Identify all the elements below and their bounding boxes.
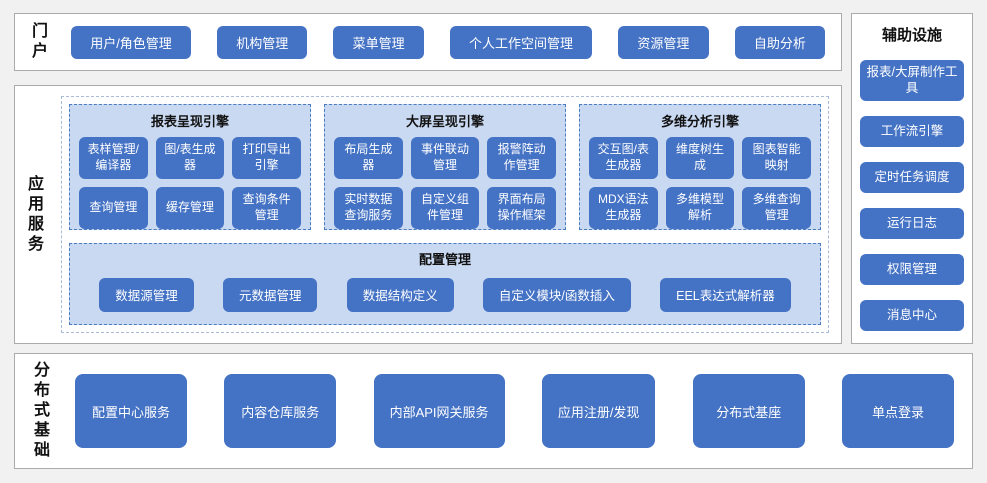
distributed-base-node: 分布式基座 xyxy=(692,374,805,448)
app-services-section: 应用服务 报表呈现引擎 表样管理/编译器 图/表生成器 打印导出引擎 查询管理 … xyxy=(14,85,842,344)
report-engine-grid: 表样管理/编译器 图/表生成器 打印导出引擎 查询管理 缓存管理 查询条件管理 xyxy=(79,137,301,229)
api-gateway-node: 内部API网关服务 xyxy=(373,374,505,448)
template-mgmt-editor-node: 表样管理/编译器 xyxy=(79,137,148,179)
query-mgmt-node: 查询管理 xyxy=(79,187,148,229)
chart-smart-mapping-node: 图表智能映射 xyxy=(742,137,811,179)
self-service-analysis-node: 自助分析 xyxy=(734,25,826,59)
cache-mgmt-node: 缓存管理 xyxy=(155,187,225,229)
olap-engine-group: 多维分析引擎 交互图/表生成器 维度树生成 图表智能映射 MDX语法生成器 多维… xyxy=(579,104,821,230)
main-column: 门户 用户/角色管理 机构管理 菜单管理 个人工作空间管理 资源管理 自助分析 … xyxy=(14,13,842,344)
workflow-engine-node: 工作流引擎 xyxy=(860,115,964,147)
user-role-mgmt-node: 用户/角色管理 xyxy=(71,25,192,59)
app-services-label: 应用服务 xyxy=(27,175,44,253)
report-screen-tool-node: 报表/大屏制作工具 xyxy=(860,60,964,101)
interactive-chart-generator-node: 交互图/表生成器 xyxy=(589,137,658,179)
olap-engine-title: 多维分析引擎 xyxy=(660,114,739,129)
auxiliary-title: 辅助设施 xyxy=(881,27,942,44)
data-structure-def-node: 数据结构定义 xyxy=(346,277,454,312)
multidim-model-parsing-node: 多维模型解析 xyxy=(665,187,735,229)
engine-groups: 报表呈现引擎 表样管理/编译器 图/表生成器 打印导出引擎 查询管理 缓存管理 … xyxy=(69,104,821,230)
org-mgmt-node: 机构管理 xyxy=(217,25,308,59)
custom-component-mgmt-node: 自定义组件管理 xyxy=(410,187,480,229)
chart-table-generator-node: 图/表生成器 xyxy=(155,137,225,179)
alarm-action-mgmt-node: 报警阵动作管理 xyxy=(487,137,556,179)
report-engine-title: 报表呈现引擎 xyxy=(150,114,229,129)
runtime-log-node: 运行日志 xyxy=(860,207,964,239)
message-center-node: 消息中心 xyxy=(860,299,964,331)
eel-expression-parser-node: EEL表达式解析器 xyxy=(660,277,791,312)
resource-mgmt-node: 资源管理 xyxy=(618,25,709,59)
custom-module-function-node: 自定义模块/函数插入 xyxy=(482,277,631,312)
portal-section: 门户 用户/角色管理 机构管理 菜单管理 个人工作空间管理 资源管理 自助分析 xyxy=(14,13,842,71)
event-linkage-mgmt-node: 事件联动管理 xyxy=(410,137,480,179)
app-registry-node: 应用注册/发现 xyxy=(541,374,656,448)
ui-layout-framework-node: 界面布局操作框架 xyxy=(487,187,556,229)
menu-mgmt-node: 菜单管理 xyxy=(333,25,424,59)
portal-label: 门户 xyxy=(31,23,48,60)
multidim-query-mgmt-node: 多维查询管理 xyxy=(742,187,811,229)
layout-generator-node: 布局生成器 xyxy=(334,137,403,179)
foundation-section: 分布式基础 配置中心服务 内容仓库服务 内部API网关服务 应用注册/发现 分布… xyxy=(14,353,973,469)
bigscreen-engine-group: 大屏呈现引擎 布局生成器 事件联动管理 报警阵动作管理 实时数据查询服务 自定义… xyxy=(324,104,566,230)
content-repo-node: 内容仓库服务 xyxy=(224,374,337,448)
permission-mgmt-node: 权限管理 xyxy=(860,253,964,285)
realtime-data-query-node: 实时数据查询服务 xyxy=(334,187,403,229)
mdx-syntax-generator-node: MDX语法生成器 xyxy=(589,187,658,229)
report-engine-group: 报表呈现引擎 表样管理/编译器 图/表生成器 打印导出引擎 查询管理 缓存管理 … xyxy=(69,104,311,230)
config-mgmt-group: 配置管理 数据源管理 元数据管理 数据结构定义 自定义模块/函数插入 EEL表达… xyxy=(69,243,821,325)
metadata-mgmt-node: 元数据管理 xyxy=(222,277,318,312)
portal-nodes: 用户/角色管理 机构管理 菜单管理 个人工作空间管理 资源管理 自助分析 xyxy=(71,25,826,59)
query-condition-mgmt-node: 查询条件管理 xyxy=(232,187,301,229)
dimension-tree-node: 维度树生成 xyxy=(665,137,735,179)
config-mgmt-title: 配置管理 xyxy=(418,252,471,267)
print-export-engine-node: 打印导出引擎 xyxy=(232,137,301,179)
foundation-label: 分布式基础 xyxy=(33,362,50,459)
sso-node: 单点登录 xyxy=(842,374,954,448)
scheduler-node: 定时任务调度 xyxy=(860,161,964,193)
config-center-node: 配置中心服务 xyxy=(75,374,187,448)
config-mgmt-row: 数据源管理 元数据管理 数据结构定义 自定义模块/函数插入 EEL表达式解析器 xyxy=(80,275,810,314)
datasource-mgmt-node: 数据源管理 xyxy=(99,277,194,312)
upper-layout: 门户 用户/角色管理 机构管理 菜单管理 个人工作空间管理 资源管理 自助分析 … xyxy=(14,13,973,344)
foundation-nodes: 配置中心服务 内容仓库服务 内部API网关服务 应用注册/发现 分布式基座 单点… xyxy=(75,374,954,448)
bigscreen-engine-title: 大屏呈现引擎 xyxy=(405,114,484,129)
personal-workspace-mgmt-node: 个人工作空间管理 xyxy=(449,25,593,59)
auxiliary-section: 辅助设施 报表/大屏制作工具 工作流引擎 定时任务调度 运行日志 权限管理 消息… xyxy=(851,13,973,344)
bigscreen-engine-grid: 布局生成器 事件联动管理 报警阵动作管理 实时数据查询服务 自定义组件管理 界面… xyxy=(334,137,556,229)
app-services-dashed-box: 报表呈现引擎 表样管理/编译器 图/表生成器 打印导出引擎 查询管理 缓存管理 … xyxy=(61,96,829,333)
olap-engine-grid: 交互图/表生成器 维度树生成 图表智能映射 MDX语法生成器 多维模型解析 多维… xyxy=(589,137,811,229)
